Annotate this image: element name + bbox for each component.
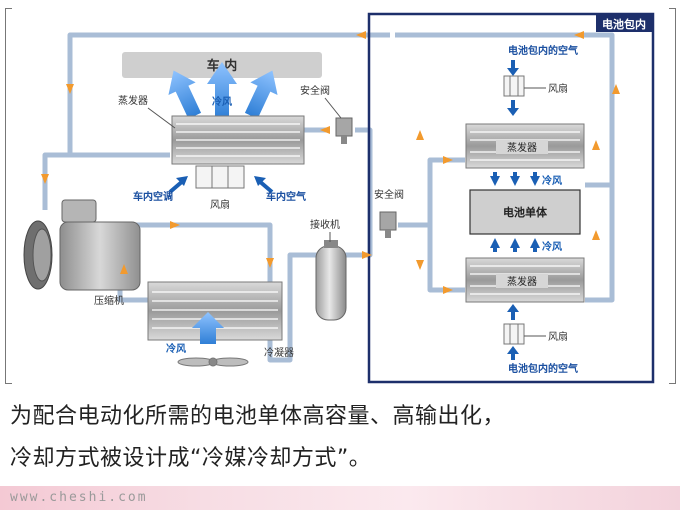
safety-valve-label: 安全阀 <box>300 84 330 97</box>
evaporator-top-label: 蒸发器 <box>507 141 537 154</box>
compressor <box>23 199 141 291</box>
safety-valve-cabin <box>335 117 353 144</box>
battery-pack-title-box <box>596 15 652 32</box>
battery-cold-air-up-arrows <box>490 238 540 252</box>
safety-valve-leader <box>324 97 342 119</box>
battery-pack-frame <box>367 12 655 384</box>
battery-cell <box>469 189 581 235</box>
battery-cold-air-down-arrows <box>490 172 540 186</box>
caption-line-1: 为配合电动化所需的电池单体高容量、高输出化， <box>10 404 506 429</box>
battery-fan-bottom-arrow-head <box>507 304 519 312</box>
condenser-label: 冷凝器 <box>264 346 294 359</box>
cabin-air-arrow-head <box>254 176 266 186</box>
safety-valve-right-label: 安全阀 <box>374 188 404 201</box>
receiver-label: 接收机 <box>310 218 340 231</box>
cabin-fan-label: 风扇 <box>210 198 230 211</box>
flow-direction-arrows <box>41 31 620 294</box>
caption-line-2: 冷却方式被设计成“冷媒冷却方式”。 <box>10 446 372 471</box>
fan-top-label: 风扇 <box>548 82 568 95</box>
battery-evaporator-bottom <box>465 257 585 303</box>
battery-air-bottom-arrow-head <box>507 346 519 354</box>
cabin-evaporator <box>171 115 305 165</box>
battery-air-bottom-label: 电池包内的空气 <box>508 362 578 375</box>
fan-bottom-label: 风扇 <box>548 330 568 343</box>
compressor-label: 压缩机 <box>94 294 124 307</box>
cold-air-lower-label: 冷风 <box>542 240 562 253</box>
evaporator-label: 蒸发器 <box>118 94 148 107</box>
condenser-fan <box>177 357 249 367</box>
cold-air-top-label: 冷风 <box>212 95 232 108</box>
cabin-ac-arrow-head <box>176 176 188 186</box>
evaporator-leader <box>147 107 176 129</box>
battery-air-top-arrow-head <box>507 68 519 76</box>
cold-air-bottom-label: 冷风 <box>166 342 186 355</box>
cold-air-upper-label: 冷风 <box>542 174 562 187</box>
cabin-air-label: 车内空气 <box>266 190 306 203</box>
receiver <box>315 240 347 321</box>
cabin-cold-air-arrows <box>168 62 278 119</box>
battery-pack-title: 电池包内 <box>602 17 646 31</box>
battery-fan-top-arrow-head <box>507 108 519 116</box>
right-bracket <box>669 8 676 384</box>
cabin-ac-label: 车内空调 <box>133 190 173 203</box>
evaporator-bottom-label: 蒸发器 <box>507 275 537 288</box>
battery-fan-bottom <box>503 323 525 345</box>
footer-url[interactable]: www.cheshi.com <box>10 490 148 505</box>
left-bracket <box>5 8 12 384</box>
cabin-fan <box>195 165 245 189</box>
condenser-cold-air-arrow <box>192 312 224 344</box>
footer-bar: www.cheshi.com <box>0 486 680 510</box>
battery-air-top-label: 电池包内的空气 <box>508 44 578 57</box>
battery-cell-label: 电池单体 <box>503 205 548 219</box>
battery-evaporator-top <box>465 123 585 169</box>
safety-valve-battery <box>379 211 397 238</box>
battery-fan-top <box>503 75 525 97</box>
